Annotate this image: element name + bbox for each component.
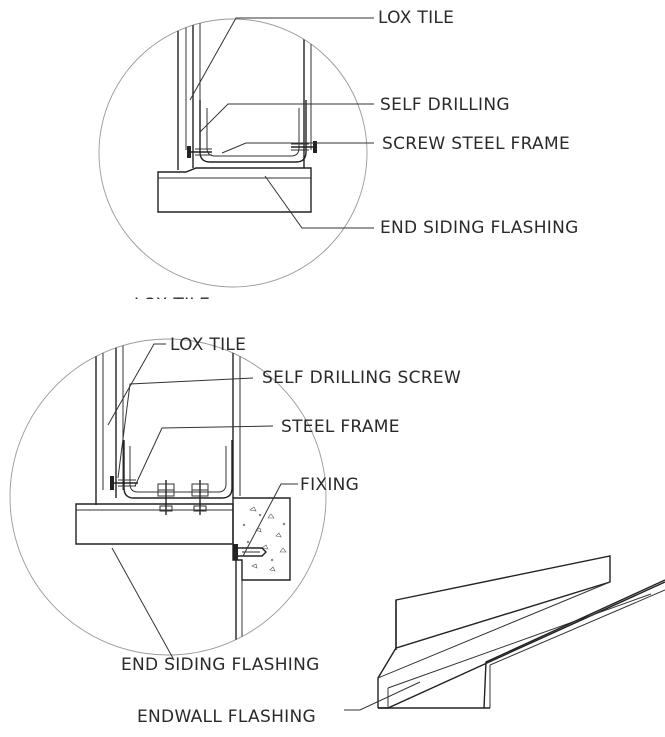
top-detail-section	[157, 19, 317, 213]
leader-top-self-drilling	[199, 103, 374, 133]
leader-top-end-siding	[264, 175, 374, 229]
leader-bot-lox-tile	[107, 343, 166, 426]
fixing-anchor	[233, 544, 267, 560]
label-endwall-flashing: ENDWALL FLASHING	[137, 707, 316, 727]
label-top-lox-tile: LOX TILE	[378, 8, 454, 28]
label-bot-fixing: FIXING	[300, 475, 359, 495]
label-bot-self-drilling-screw: SELF DRILLING SCREW	[262, 368, 461, 388]
leader-bot-steel-frame	[134, 425, 274, 487]
caption-top-clipped: LOX TILE	[134, 295, 210, 315]
bottom-detail-circle	[9, 338, 327, 656]
bottom-detail-section	[75, 339, 291, 655]
leader-top-screw-steel-frame	[221, 142, 374, 154]
leader-top-lox-tile	[189, 17, 374, 101]
label-top-end-siding-flashing: END SIDING FLASHING	[380, 218, 579, 238]
label-bot-lox-tile: LOX TILE	[170, 335, 246, 355]
top-detail: LOX TILE SELF DRILLING SCREW STEEL FRAME…	[98, 8, 579, 315]
leader-bot-self-drilling-screw	[117, 377, 254, 479]
label-top-self-drilling: SELF DRILLING	[380, 95, 510, 115]
leader-bot-fixing	[242, 483, 298, 557]
leader-bot-end-siding	[111, 547, 175, 661]
label-bot-end-siding-flashing: END SIDING FLASHING	[121, 655, 320, 675]
leader-endwall-flashing	[344, 681, 421, 711]
endwall-flashing-isometric: ENDWALL FLASHING	[137, 555, 665, 727]
bolt-left	[157, 480, 175, 515]
bottom-detail: LOX TILE SELF DRILLING SCREW STEEL FRAME…	[9, 335, 461, 675]
bolt-right	[191, 480, 209, 515]
label-bot-steel-frame: STEEL FRAME	[281, 417, 400, 437]
top-detail-circle	[98, 18, 368, 288]
label-top-screw-steel-frame: SCREW STEEL FRAME	[382, 134, 570, 154]
